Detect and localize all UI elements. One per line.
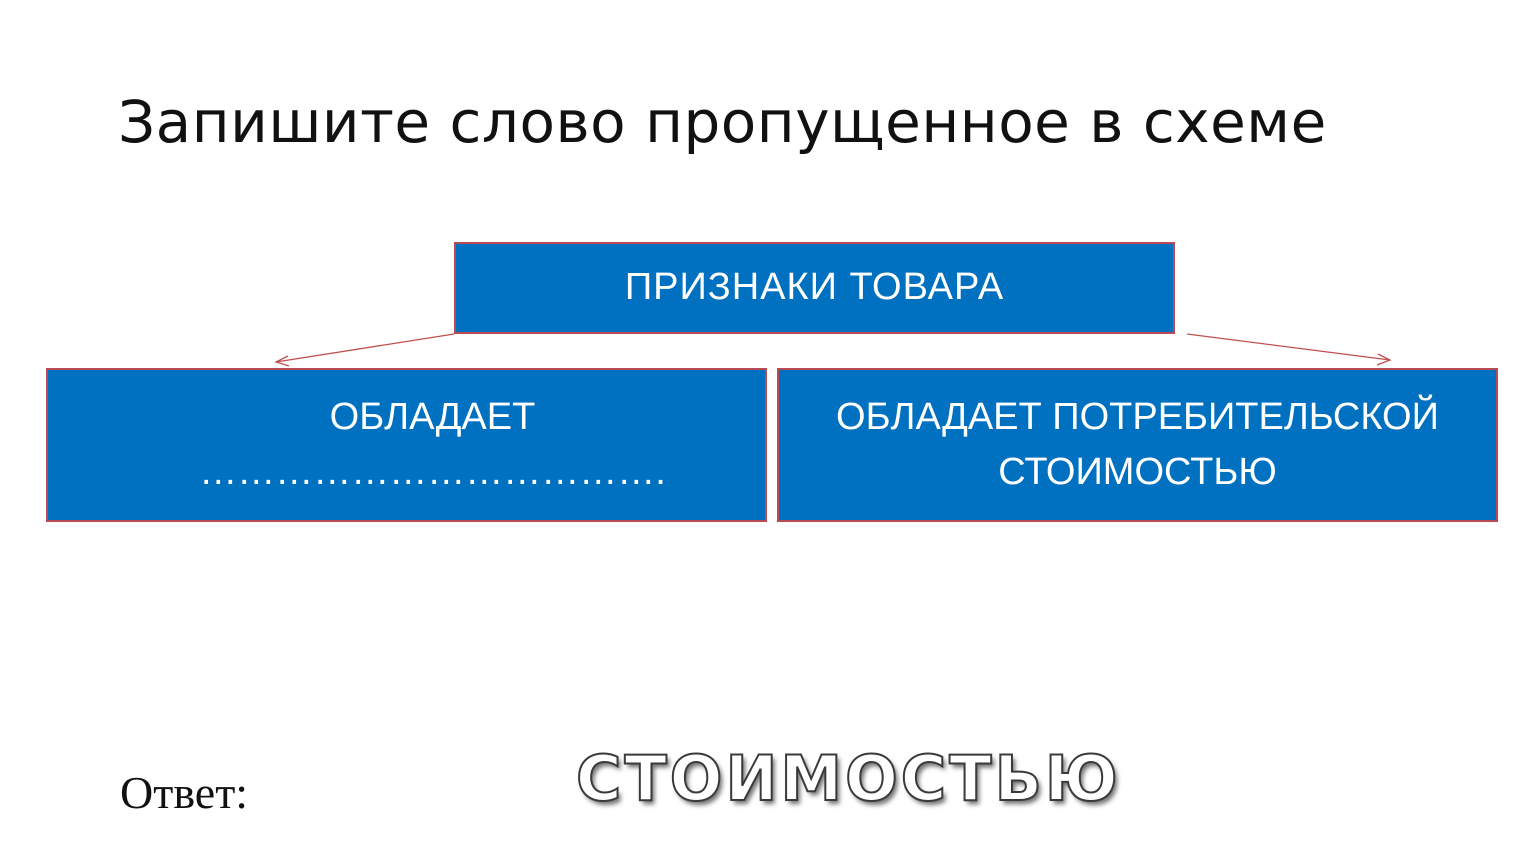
arrow-to-right-box (1186, 333, 1392, 366)
diagram-box-product-features: ПРИЗНАКИ ТОВАРА (454, 242, 1175, 334)
box-label: ПРИЗНАКИ ТОВАРА (624, 266, 1005, 309)
diagram-box-missing-word: ОБЛАДАЕТ ………………………………. (46, 368, 767, 522)
box-label-line: ОБЛАДАЕТ ПОТРЕБИТЕЛЬСКОЙ (836, 395, 1439, 438)
box-label: ОБЛАДАЕТ ………………………………. (199, 395, 666, 493)
answer-word: СТОИМОСТЬЮ (575, 741, 1121, 816)
slide-title: Запишите слово пропущенное в схеме (118, 88, 1327, 156)
answer-label: Ответ: (120, 767, 249, 818)
box-label-line: СТОИМОСТЬЮ (998, 451, 1277, 493)
diagram-box-use-value: ОБЛАДАЕТ ПОТРЕБИТЕЛЬСКОЙ СТОИМОСТЬЮ (777, 368, 1498, 522)
box-label: ОБЛАДАЕТ ПОТРЕБИТЕЛЬСКОЙ СТОИМОСТЬЮ (836, 390, 1439, 500)
arrow-to-left-box (274, 333, 455, 367)
